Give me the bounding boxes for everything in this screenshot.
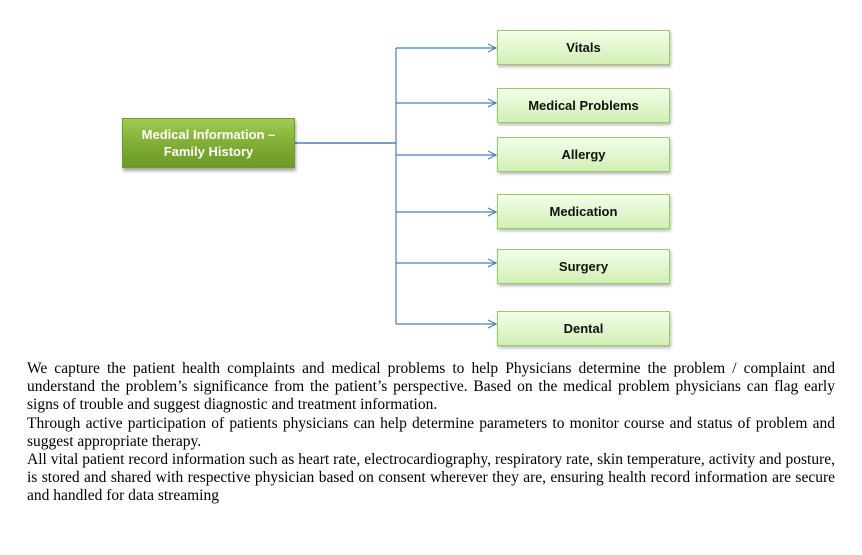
node-surgery: Surgery [497, 249, 670, 284]
node-label: Allergy [561, 147, 606, 162]
root-node-medical-information: Medical Information – Family History [122, 118, 295, 168]
description-paragraph: Through active participation of patients… [27, 414, 835, 450]
description-text: We capture the patient health complaints… [27, 360, 835, 506]
description-paragraph: We capture the patient health complaints… [27, 360, 835, 414]
node-label: Surgery [558, 259, 609, 274]
node-dental: Dental [497, 311, 670, 346]
node-allergy: Allergy [497, 137, 670, 172]
node-label: Vitals [566, 40, 601, 55]
root-node-label: Medical Information – Family History [142, 126, 276, 160]
description-paragraph: All vital patient record information suc… [27, 451, 835, 505]
node-label: Dental [563, 321, 604, 336]
root-label-line2: Family History [163, 144, 254, 159]
node-label: Medical Problems [528, 98, 639, 113]
node-vitals: Vitals [497, 30, 670, 65]
root-label-line1: Medical Information – [141, 127, 276, 142]
node-label: Medication [549, 204, 618, 219]
node-medical-problems: Medical Problems [497, 88, 670, 123]
node-medication: Medication [497, 194, 670, 229]
